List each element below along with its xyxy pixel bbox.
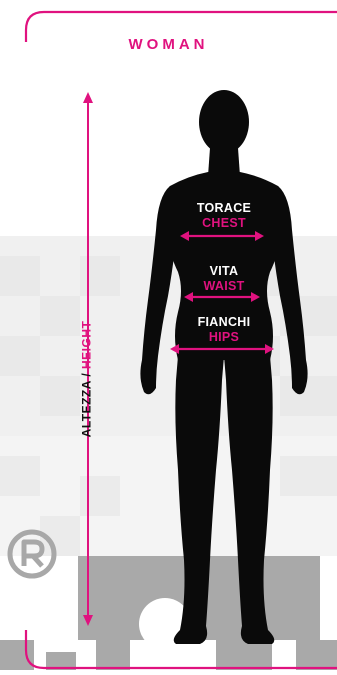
chest-label: TORACE CHEST (174, 202, 274, 229)
waist-label-it: VITA (174, 265, 274, 278)
chest-label-it: TORACE (174, 202, 274, 215)
hips-label-en: HIPS (174, 331, 274, 344)
waist-label-en: WAIST (174, 280, 274, 293)
hips-label: FIANCHI HIPS (174, 316, 274, 343)
chest-label-en: CHEST (174, 217, 274, 230)
registered-icon (6, 528, 58, 580)
hips-label-it: FIANCHI (174, 316, 274, 329)
waist-label: VITA WAIST (174, 265, 274, 292)
